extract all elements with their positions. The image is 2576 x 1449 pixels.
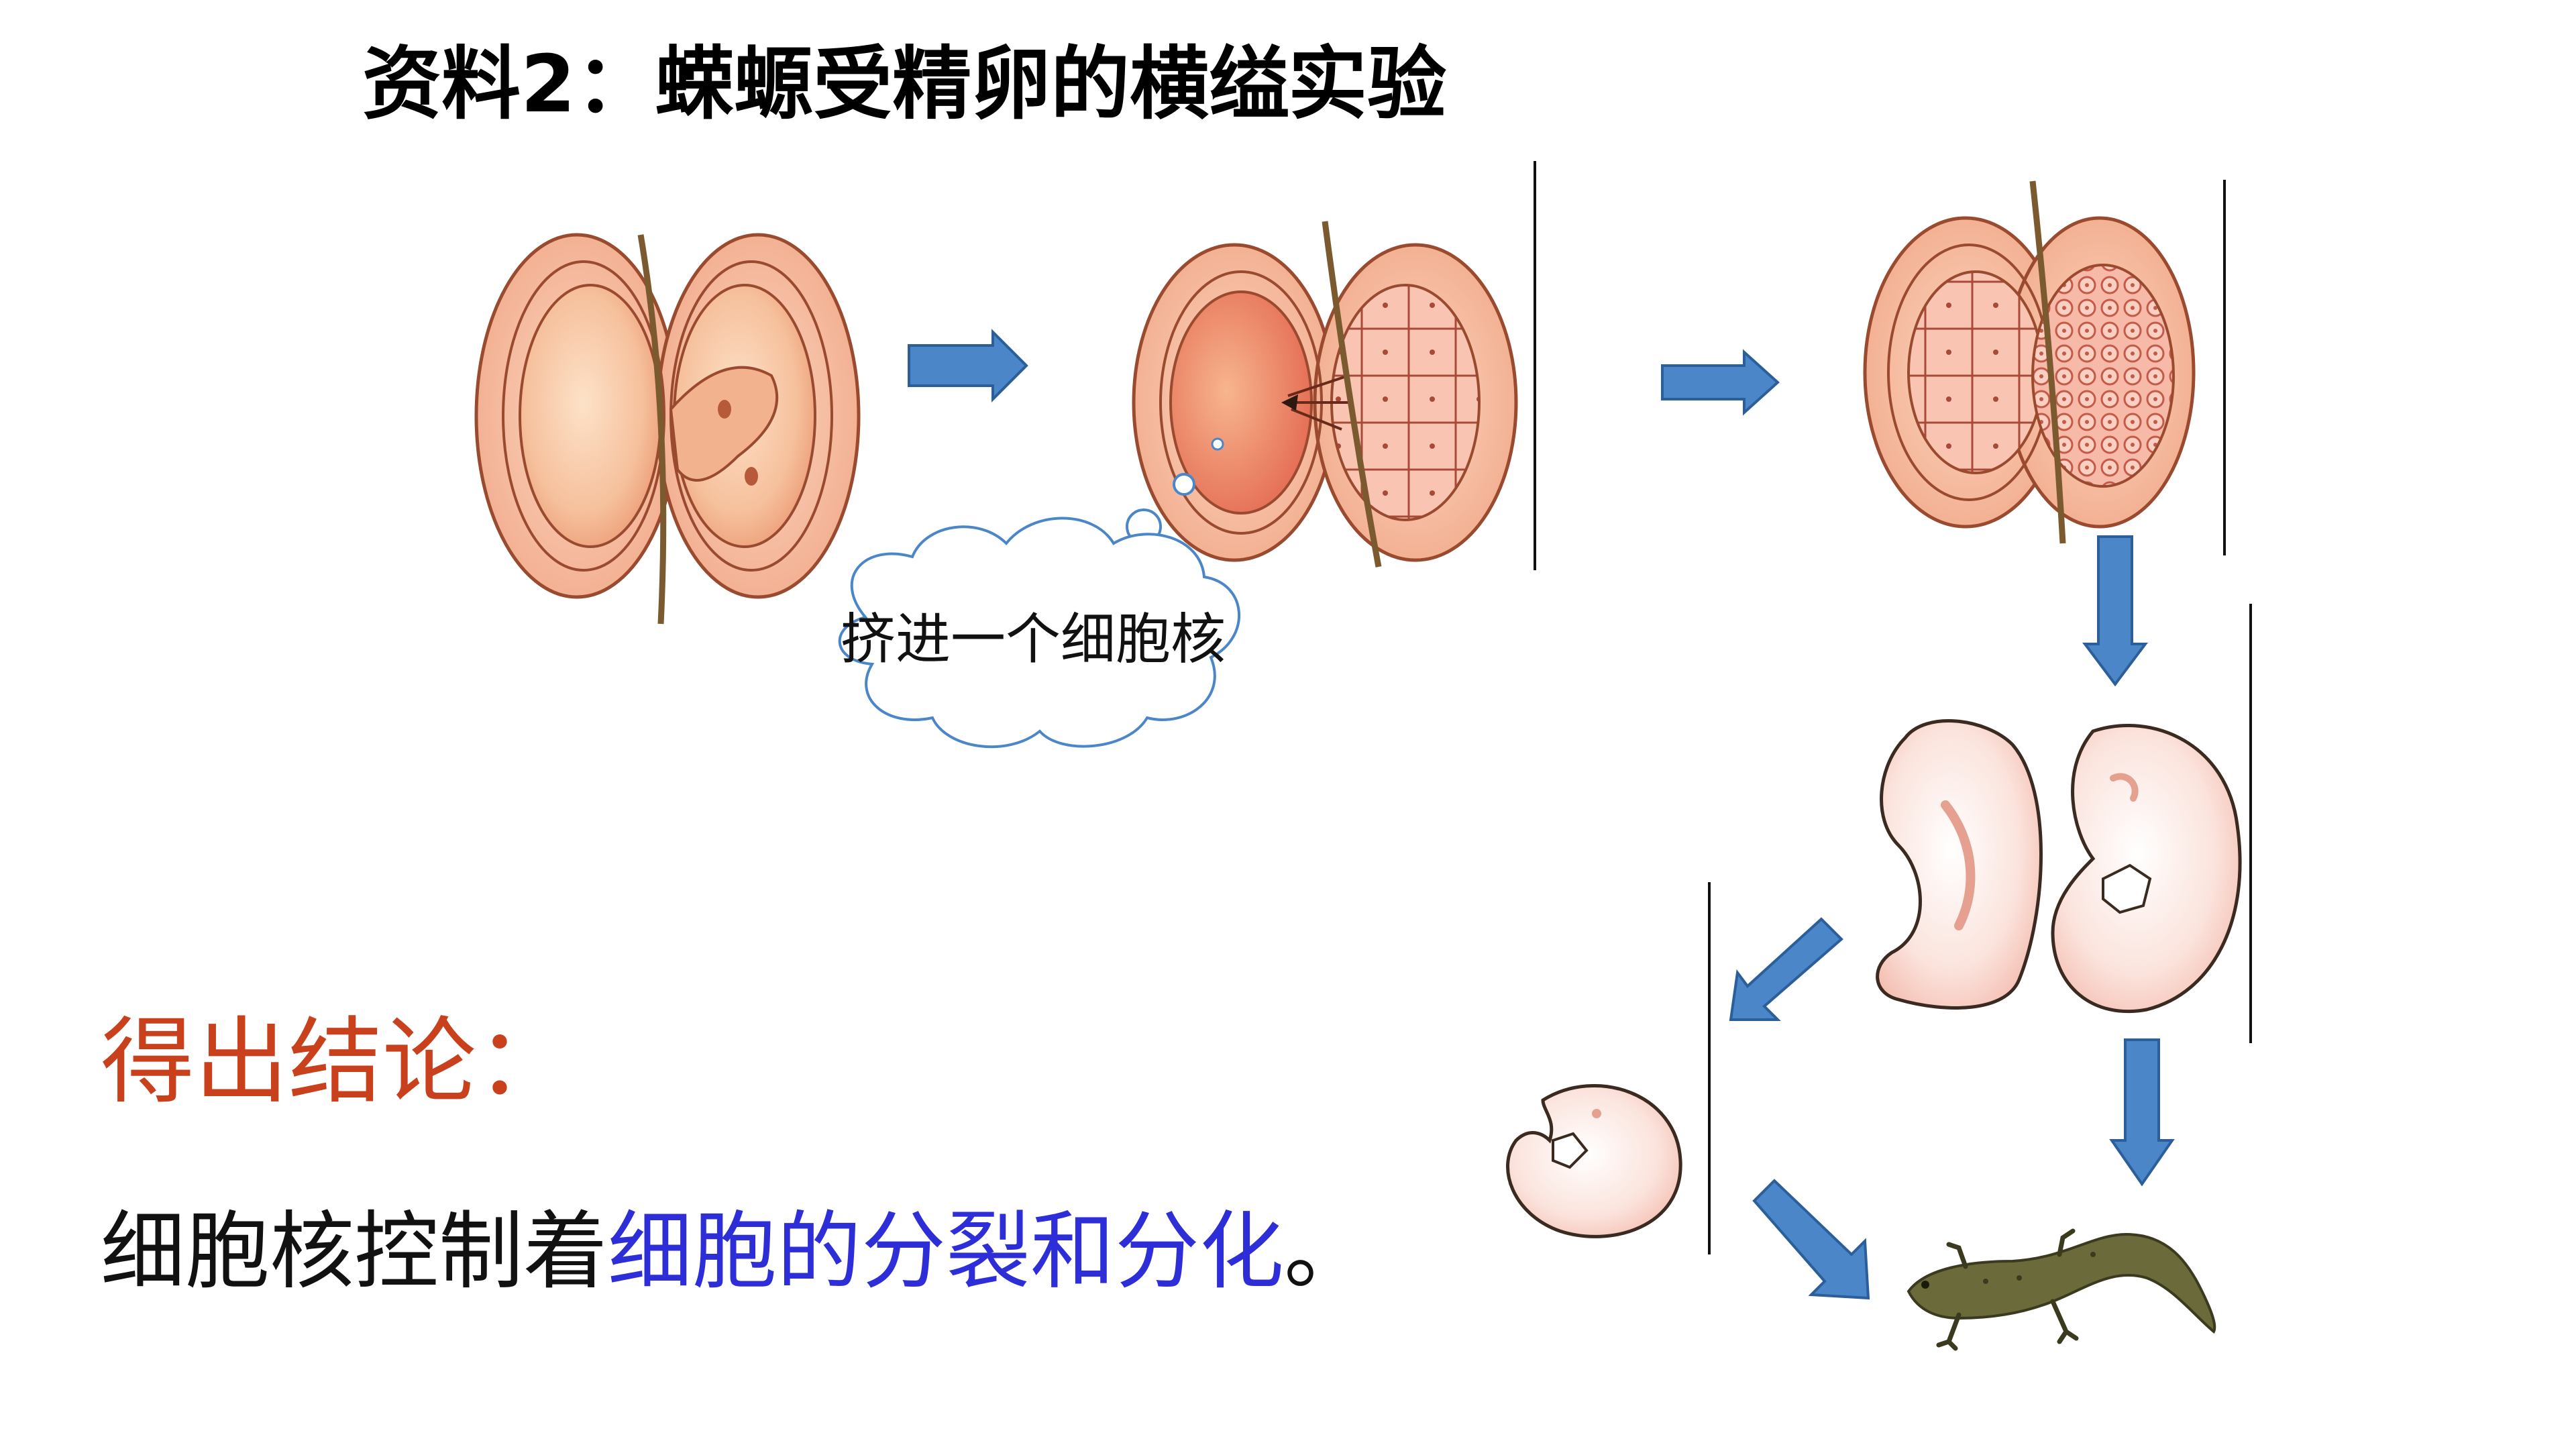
thought-bubble-cloud: [838, 517, 1241, 749]
thought-bubble-text: 挤进一个细胞核: [840, 608, 1226, 672]
conclusion-text: 细胞核控制着细胞的分裂和分化。: [101, 1201, 1368, 1302]
egg-stage-2: [1132, 221, 1518, 568]
egg-stage-3: [1863, 180, 2196, 544]
arrow-down-right-icon: [1752, 1179, 1870, 1300]
conclusion-prefix: 细胞核控制着: [101, 1202, 608, 1301]
arrow-down-icon: [2082, 535, 2148, 687]
salamander-icon: [1907, 1228, 2216, 1351]
bubble-dot-medium: [1173, 473, 1195, 496]
embryo-right: [2051, 724, 2242, 1014]
bubble-dot-small: [1211, 437, 1224, 451]
conclusion-suffix: 。: [1284, 1202, 1368, 1301]
arrow-right-icon: [1661, 349, 1780, 416]
embryo-curled: [1506, 1084, 1682, 1238]
embryo-left: [1876, 719, 2043, 1010]
conclusion-heading: 得出结论：: [101, 1008, 571, 1117]
slide-title: 资料2：蝾螈受精卵的横缢实验: [362, 38, 1447, 130]
arrow-right-icon: [908, 329, 1028, 402]
conclusion-highlight: 细胞的分裂和分化: [608, 1202, 1284, 1301]
egg-stage-1: [474, 233, 861, 625]
arrow-down-icon: [2109, 1038, 2175, 1187]
arrow-down-left-icon: [1729, 917, 1843, 1021]
